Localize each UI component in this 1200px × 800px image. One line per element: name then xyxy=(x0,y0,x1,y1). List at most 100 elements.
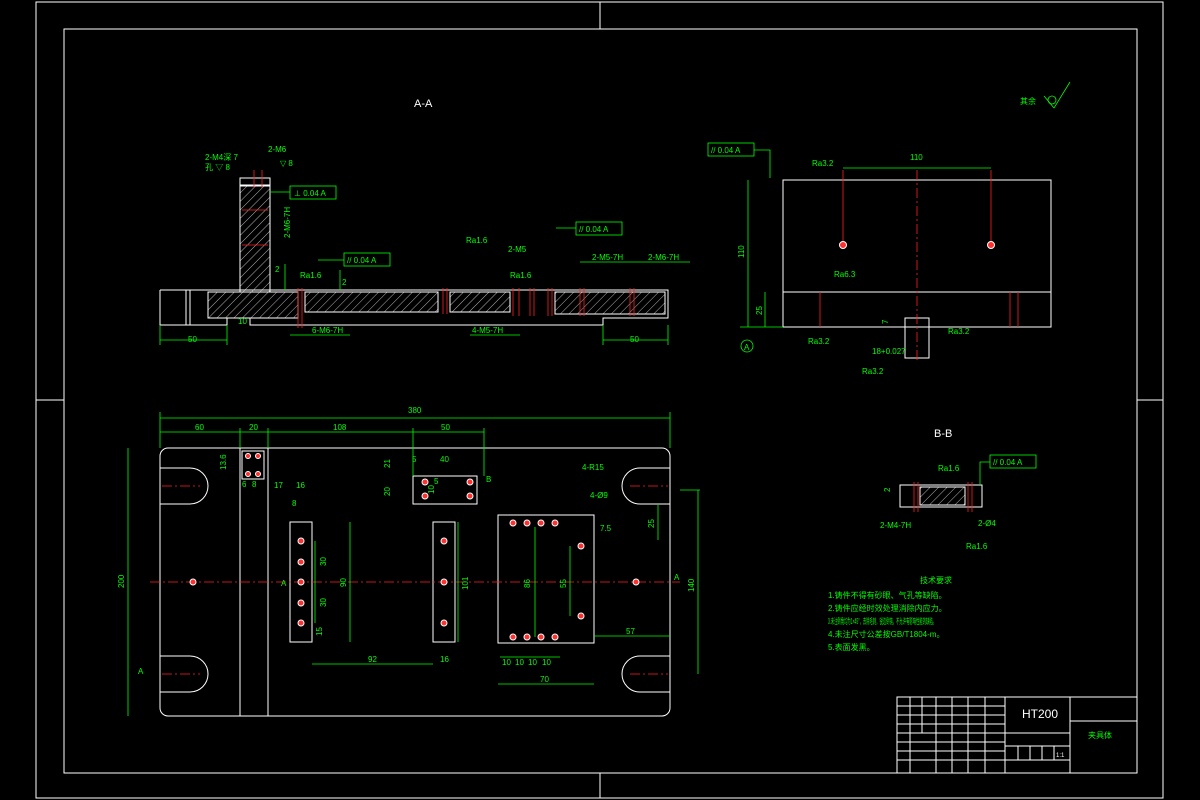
sheet-border xyxy=(35,1,1164,799)
dim-70: 70 xyxy=(540,675,549,684)
label-6-m6: 6-M6-7H xyxy=(312,326,343,335)
title-block: HT200 夹具体 1:1 xyxy=(896,696,1138,774)
dim-50-right: 50 xyxy=(630,335,639,344)
dim-10: 10 xyxy=(427,485,436,494)
side-ra32-b: Ra3.2 xyxy=(862,367,884,376)
side-dim-7: 7 xyxy=(881,319,890,324)
section-aa-view: A-A xyxy=(159,98,690,345)
cut-a-left: A xyxy=(138,667,144,676)
label-2-m6-top: 2-M6 xyxy=(268,145,287,154)
dim-50-left: 50 xyxy=(188,335,197,344)
dim-30a: 30 xyxy=(319,557,328,566)
dim-20: 20 xyxy=(249,423,258,432)
label-ra16-b: Ra1.6 xyxy=(466,236,488,245)
bb-ra16: Ra1.6 xyxy=(938,464,960,473)
bb-par: // 0.04 A xyxy=(993,458,1023,467)
label-2-m4-sub: 孔 ▽ 8 xyxy=(205,163,230,172)
base-section-hatch-4 xyxy=(554,291,666,315)
label-ra16-c: Ra1.6 xyxy=(510,271,532,280)
label-2-m5-7h: 2-M5-7H xyxy=(592,253,623,262)
label-4-phi9: 4-Ø9 xyxy=(590,491,608,500)
dim-2b: 2 xyxy=(342,278,347,287)
cut-a-mid: A xyxy=(281,579,287,588)
side-par-label: // 0.04 A xyxy=(711,146,741,155)
dim-13-6: 13.6 xyxy=(219,454,228,470)
dim-92: 92 xyxy=(368,655,377,664)
note-5: 5.表面发黑。 xyxy=(828,642,875,652)
cut-b: B xyxy=(486,475,491,484)
svg-text:其余: 其余 xyxy=(1020,96,1036,106)
bb-dim-2: 2 xyxy=(883,487,892,492)
dim-60: 60 xyxy=(195,423,204,432)
side-ra32-top: Ra3.2 xyxy=(812,159,834,168)
dim-380: 380 xyxy=(408,406,422,415)
dim-55: 55 xyxy=(559,579,568,588)
base-section-hatch-2 xyxy=(304,291,439,313)
label-2-m6-7h: 2-M6-7H xyxy=(648,253,679,262)
dim-57: 57 xyxy=(626,627,635,636)
note-3: 3.未注倒角均为1×45°，去除毛刺，锐边倒钝，不允许有影响性能的缺陷。 xyxy=(828,616,936,626)
dim-5: 5 xyxy=(412,455,417,464)
label-2-m4: 2-M4深 7 xyxy=(205,153,238,162)
dim-8b: 8 xyxy=(292,499,297,508)
label-2-m6-top-sub: ▽ 8 xyxy=(280,159,293,168)
dim-16: 16 xyxy=(296,481,305,490)
bb-ra16-b: Ra1.6 xyxy=(966,542,988,551)
dim-6: 6 xyxy=(242,480,247,489)
dim-40: 40 xyxy=(440,455,449,464)
side-dim-110h: 110 xyxy=(737,245,746,258)
dim-30b: 30 xyxy=(319,598,328,607)
dim-10: 10 xyxy=(238,317,247,326)
side-ra32-c: Ra3.2 xyxy=(948,327,970,336)
dim-101: 101 xyxy=(461,576,470,590)
dim-8: 8 xyxy=(252,480,257,489)
label-par-1: // 0.04 A xyxy=(347,256,377,265)
section-bb-title: B-B xyxy=(934,428,952,440)
dim-10-c: 10 xyxy=(528,658,537,667)
label-ra16-a: Ra1.6 xyxy=(300,271,322,280)
dim-16b: 16 xyxy=(440,655,449,664)
roughness-rest-symbol: 其余 xyxy=(1020,81,1071,109)
dim-5b: 5 xyxy=(434,477,439,486)
dim-108: 108 xyxy=(333,423,347,432)
section-bb-view: B-B // 0.04 A Ra1.6 2 2-M4-7H 2-Ø4 Ra1.6 xyxy=(880,428,1037,551)
dim-10-b: 10 xyxy=(515,658,524,667)
dim-2a: 2 xyxy=(275,265,280,274)
dim-21: 21 xyxy=(383,459,392,468)
dim-7-5: 7.5 xyxy=(600,524,612,533)
label-perp: ⊥ 0.04 A xyxy=(294,189,327,198)
label-2-m6-side: 2-M6-7H xyxy=(283,207,292,238)
side-datum: A xyxy=(744,343,750,352)
label-4-m5: 4-M5-7H xyxy=(472,326,503,335)
dim-86: 86 xyxy=(523,579,532,588)
part-name-label: 夹具体 xyxy=(1088,730,1112,740)
bb-2-phi4: 2-Ø4 xyxy=(978,519,996,528)
dim-10-d: 10 xyxy=(542,658,551,667)
note-2: 2.铸件应经时效处理消除内应力。 xyxy=(828,603,947,613)
plan-view: 380 60 20 108 50 13.6 6 8 21 5 40 20 10 … xyxy=(117,406,700,717)
dim-50: 50 xyxy=(441,423,450,432)
dim-200: 200 xyxy=(117,574,126,588)
bb-2-m4: 2-M4-7H xyxy=(880,521,911,530)
material-label: HT200 xyxy=(1022,707,1058,721)
base-section-hatch-1 xyxy=(207,291,299,319)
base-section-hatch-3 xyxy=(449,291,511,313)
dim-20b: 20 xyxy=(383,487,392,496)
section-aa-title: A-A xyxy=(414,98,433,110)
side-dim-110w: 110 xyxy=(910,153,923,162)
technical-notes: 技术要求 1.铸件不得有砂眼、气孔等缺陷。 2.铸件应经时效处理消除内应力。 3… xyxy=(828,575,952,652)
dim-140: 140 xyxy=(687,578,696,592)
cut-a-right: A xyxy=(674,573,680,582)
dim-90: 90 xyxy=(339,578,348,587)
dim-10-a: 10 xyxy=(502,658,511,667)
post-section-hatch xyxy=(239,184,271,293)
side-view: // 0.04 A Ra3.2 Ra6.3 Ra3.2 Ra3.2 Ra3.2 … xyxy=(707,142,1052,376)
scale-label: 1:1 xyxy=(1056,753,1065,759)
side-ra63: Ra6.3 xyxy=(834,270,856,279)
notes-title: 技术要求 xyxy=(920,575,952,585)
dim-17: 17 xyxy=(274,481,283,490)
label-2-m5: 2-M5 xyxy=(508,245,527,254)
side-dim-25: 25 xyxy=(755,306,764,315)
dim-15: 15 xyxy=(315,627,324,636)
